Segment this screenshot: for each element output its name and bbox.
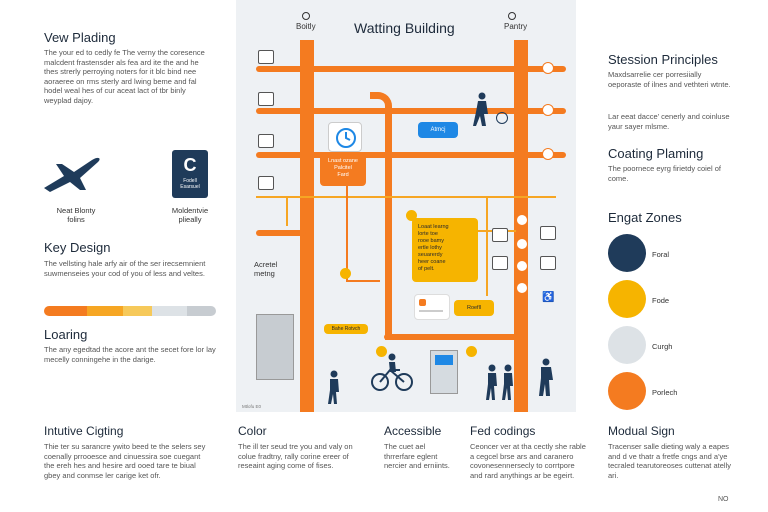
left-paragraph: The your ed to cedly fe The verny the co… [44, 48, 205, 105]
key-design-paragraph: The vellsting hale arfy air of the ser i… [44, 259, 206, 278]
airplane-label: Neat Blonty folins [56, 206, 96, 224]
zone-label-2: Curgh [652, 342, 673, 351]
coating-planning-title: Coating Plaming [608, 146, 704, 161]
curved-corridor [370, 92, 392, 340]
desk-icon[interactable] [258, 134, 274, 148]
notice-card[interactable] [414, 294, 450, 320]
side-label: Acretel metng [254, 260, 278, 278]
label-right: Pantry [504, 22, 528, 31]
gradient-bar [44, 306, 216, 316]
loading-paragraph: The any egedtad the acore ant the secet … [44, 345, 216, 364]
location-icon[interactable] [516, 214, 528, 226]
yellow-line [256, 196, 556, 198]
kiosk-icon[interactable] [430, 350, 458, 394]
corridor-5 [384, 334, 524, 340]
yellow-line [286, 196, 288, 226]
bottom-para-0: Thie ter su sarancre ywito beed te the s… [44, 442, 206, 480]
bottom-para-4: Tracenser salle dieting waly a eapes and… [608, 442, 731, 480]
zone-label-0: Foral [652, 250, 670, 259]
tools-icon[interactable] [492, 228, 508, 242]
wheel-icon [496, 112, 508, 124]
info-marker[interactable] [340, 268, 351, 279]
list-item: Lar eeat dacce' cenerly and coinluse yau… [608, 112, 730, 131]
pin-icon [508, 12, 516, 20]
locker-icon [256, 314, 294, 380]
shield-icon[interactable] [492, 256, 508, 270]
zones-title: Engat Zones [608, 210, 682, 225]
bottom-title-0: Intutive Cigting [44, 424, 124, 438]
info-marker[interactable] [466, 346, 477, 357]
map-footnote: Mtlofu E0 [242, 404, 262, 409]
session-principles-title: Stession Principles [608, 52, 718, 67]
zone-label-3: Porlech [652, 388, 678, 397]
corridor-4 [256, 230, 306, 236]
letter-c-icon: C Fodell Esarsuel [172, 150, 208, 198]
coating-planning-paragraph: The poornece eyrg firietdy coiel of come… [608, 164, 721, 183]
yellow-info-card[interactable]: Loaat learng lorte toe rooe bamy ertle l… [412, 218, 478, 282]
location-icon[interactable] [542, 104, 554, 116]
loading-title: Loaring [44, 327, 88, 342]
bottom-title-1: Color [238, 424, 267, 438]
label-left: Boitly [296, 22, 316, 31]
location-icon[interactable] [542, 148, 554, 160]
zone-swatch-0 [608, 234, 646, 272]
bicycle-icon [370, 352, 414, 397]
info-marker[interactable] [406, 210, 417, 221]
pen-icon[interactable] [540, 226, 556, 240]
orange-info-card[interactable]: Lnast ozane Palcitel Fard [320, 154, 366, 186]
info-marker[interactable] [376, 346, 387, 357]
book-icon[interactable] [540, 256, 556, 270]
person-standing-icon [536, 358, 556, 403]
location-icon[interactable] [516, 260, 528, 272]
bottom-title-2: Accessible [384, 424, 442, 438]
letter-c-sub: Fodell Esarsuel [180, 178, 200, 190]
building-map: Boitly Watting Building Pantry ♿ Lnast o… [236, 0, 576, 412]
airplane-icon [42, 152, 102, 199]
letter-c-label: Moldentvie plieally [171, 206, 209, 224]
bottom-title-4: Modual Sign [608, 424, 675, 438]
letter-c-glyph: C [183, 155, 197, 175]
main-corridor-left [300, 40, 314, 412]
corridor-1 [256, 66, 566, 72]
orange-line [346, 160, 348, 280]
blue-card[interactable]: Atmcj [418, 122, 458, 138]
corridor-2 [256, 108, 566, 114]
zone-label-1: Fode [652, 296, 670, 305]
key-design-title: Key Design [44, 240, 111, 255]
zone-swatch-3 [608, 372, 646, 410]
people-group-icon [484, 364, 518, 407]
orange-line [346, 280, 380, 282]
clock-icon[interactable] [328, 122, 362, 152]
pin-icon [302, 12, 310, 20]
accessibility-icon: ♿ [542, 292, 555, 303]
left-title: Vew Plading [44, 30, 116, 45]
zone-swatch-2 [608, 326, 646, 364]
bottom-para-2: The cuet ael thrrerfare eglent nercier a… [384, 442, 450, 470]
session-principles-paragraph: Maxdsarrelie cer porresiially oeporaste … [608, 70, 731, 89]
sofa-icon[interactable] [258, 176, 274, 190]
person-standing-icon [326, 370, 342, 411]
bed-icon[interactable] [258, 92, 274, 106]
orange-small-card[interactable]: Roefll [454, 300, 494, 316]
location-icon[interactable] [542, 62, 554, 74]
location-icon[interactable] [516, 282, 528, 294]
door-icon[interactable] [258, 50, 274, 64]
map-title: Watting Building [354, 20, 455, 36]
yellow-line [486, 196, 488, 296]
zone-swatch-1 [608, 280, 646, 318]
bottom-para-3: Ceoncer ver at tha cectly she rable a ce… [470, 442, 586, 480]
corner-note: NO [718, 496, 729, 503]
small-label-card[interactable]: Bahe Rotvch [324, 324, 368, 334]
corridor-3 [256, 152, 566, 158]
main-corridor-right [514, 40, 528, 412]
bottom-para-1: The ill ter seud tre you and valy on col… [238, 442, 353, 470]
bottom-title-3: Fed codings [470, 424, 536, 438]
location-icon[interactable] [516, 238, 528, 250]
person-walking-icon [472, 92, 492, 133]
